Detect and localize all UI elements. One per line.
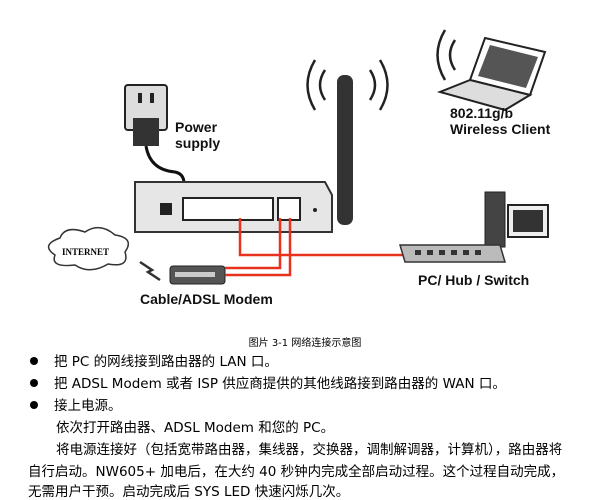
power-outlet-icon bbox=[124, 84, 186, 201]
bullet-dot-icon bbox=[30, 357, 38, 365]
modem-icon bbox=[169, 265, 226, 285]
bullet-item: 把 PC 的网线接到路由器的 LAN 口。 bbox=[30, 350, 278, 370]
power-supply-label-2: supply bbox=[175, 135, 220, 151]
bullet-text: 接上电源。 bbox=[54, 398, 122, 414]
paragraph-line: 将电源连接好（包括宽带路由器，集线器，交换器，调制解调器，计算机），路由器将 bbox=[56, 442, 563, 458]
router-icon bbox=[134, 181, 333, 233]
paragraph-line: 依次打开路由器、ADSL Modem 和您的 PC。 bbox=[56, 420, 335, 436]
power-supply-label: Power bbox=[175, 119, 218, 135]
paragraph-line: 无需用户干预。启动完成后 SYS LED 快速闪烁几次。 bbox=[28, 484, 350, 500]
laptop-icon bbox=[436, 36, 547, 112]
bullet-dot-icon bbox=[30, 401, 38, 409]
bullet-dot-icon bbox=[30, 379, 38, 387]
bullet-item: 把 ADSL Modem 或者 ISP 供应商提供的其他线路接到路由器的 WAN… bbox=[30, 372, 506, 392]
wireless-client-label-2: Wireless Client bbox=[450, 121, 551, 137]
network-connection-diagram: Power supply 802.11g/b Wireless Client I… bbox=[47, 29, 551, 307]
switch-label: PC/ Hub / Switch bbox=[418, 272, 529, 288]
switch-icon bbox=[398, 244, 507, 263]
modem-label: Cable/ADSL Modem bbox=[140, 291, 273, 307]
paragraph-line: 自行启动。NW605+ 加电后，在大约 40 秒钟内完成全部启动过程。这个过程自… bbox=[28, 464, 565, 480]
bullet-item: 接上电源。 bbox=[30, 394, 122, 414]
antenna-icon bbox=[337, 75, 353, 225]
wireless-signal-icon bbox=[306, 29, 457, 111]
bullet-text: 把 PC 的网线接到路由器的 LAN 口。 bbox=[54, 354, 278, 370]
bullet-text: 把 ADSL Modem 或者 ISP 供应商提供的其他线路接到路由器的 WAN… bbox=[54, 376, 506, 392]
wireless-client-label: 802.11g/b bbox=[450, 105, 513, 121]
ethernet-cables bbox=[225, 218, 410, 277]
pc-icon bbox=[484, 191, 549, 248]
figure-caption: 图片 3-1 网络连接示意图 bbox=[248, 338, 362, 349]
internet-label: INTERNET bbox=[62, 247, 109, 257]
internet-cloud-icon: INTERNET bbox=[47, 226, 161, 282]
